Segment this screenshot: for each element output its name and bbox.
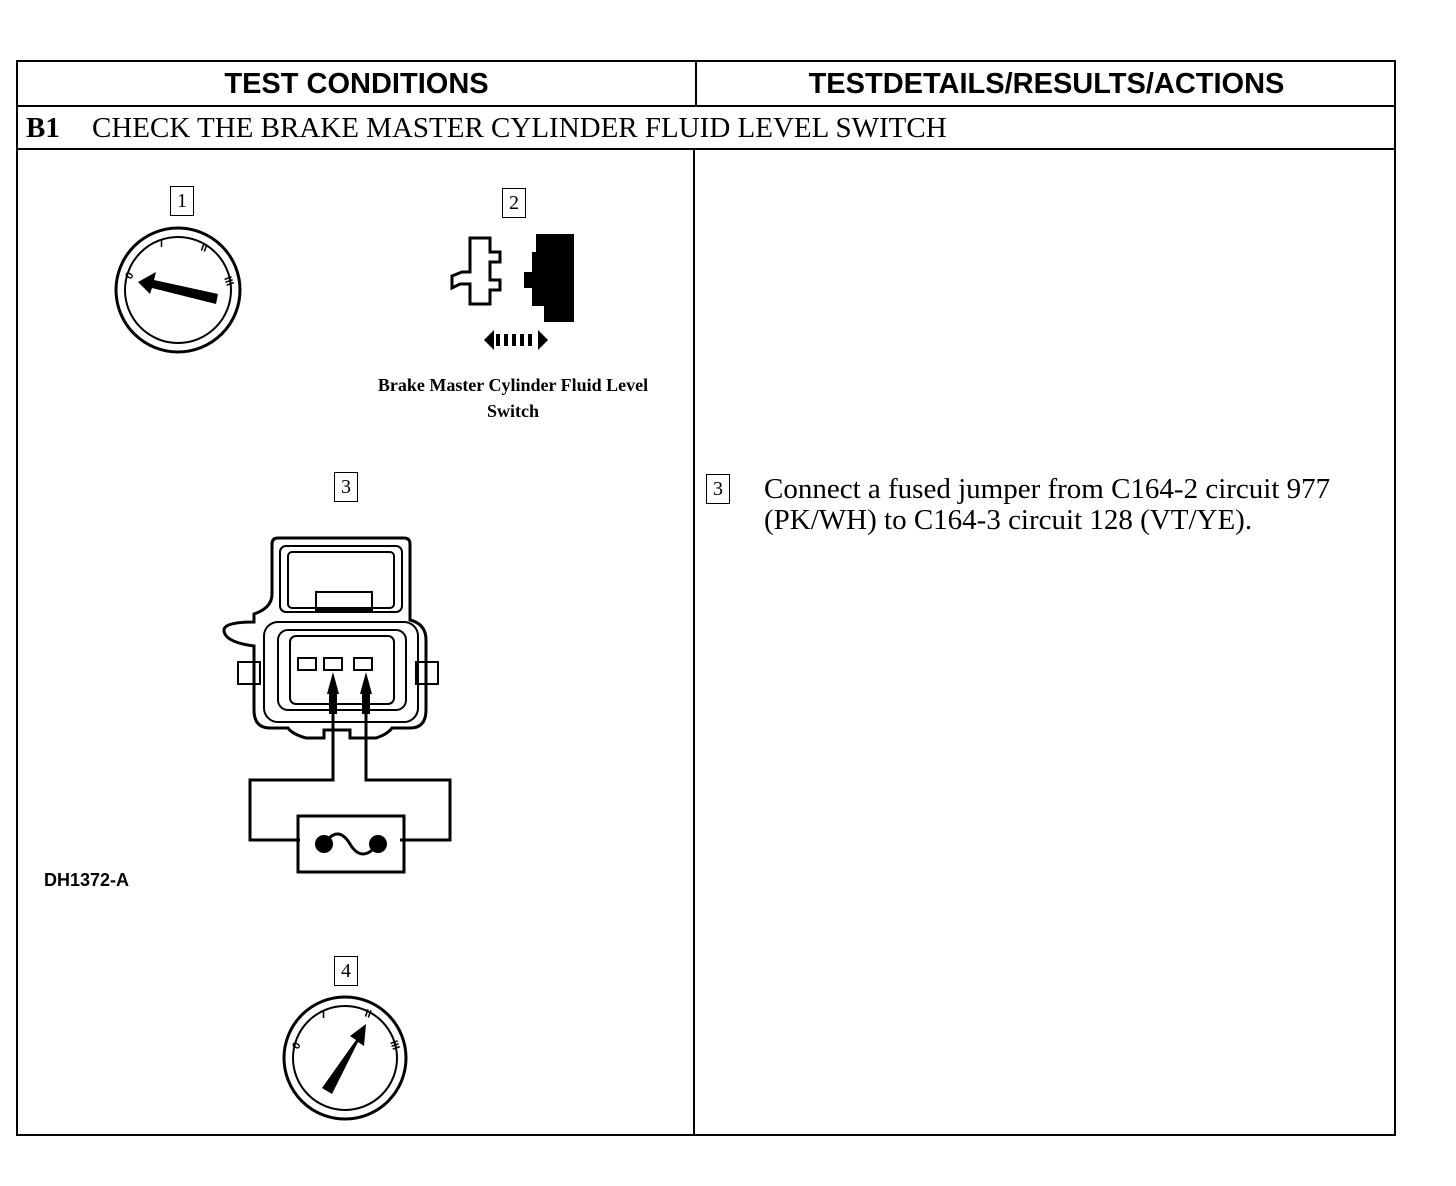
ignition-label-i-run: I <box>322 1009 325 1021</box>
ignition-label-0: 0 <box>123 270 136 281</box>
connector-disconnect-icon <box>450 234 574 350</box>
section-title: CHECK THE BRAKE MASTER CYLINDER FLUID LE… <box>92 111 947 144</box>
header-test-conditions: TEST CONDITIONS <box>224 67 489 100</box>
connector-caption-line1: Brake Master Cylinder Fluid Level <box>377 375 649 395</box>
section-code: B1 <box>26 111 60 144</box>
action-step-box: 3 <box>706 474 730 504</box>
step-4-box: 4 <box>334 956 358 986</box>
ignition-label-0-run: 0 <box>290 1040 303 1051</box>
section-title-row: B1 CHECK THE BRAKE MASTER CYLINDER FLUID… <box>26 108 947 148</box>
header-test-details: TESTDETAILS/RESULTS/ACTIONS <box>808 67 1285 100</box>
connector-caption-line2: Switch <box>486 401 539 421</box>
ignition-label-ii-run: II <box>363 1008 373 1021</box>
ignition-label-ii: II <box>199 242 209 255</box>
ignition-label-iii-run: III <box>387 1039 401 1052</box>
ignition-off-icon: 0 I II III <box>114 226 242 354</box>
ignition-label-i: I <box>160 238 163 250</box>
header-divider <box>695 62 697 106</box>
test-table: TEST CONDITIONS TESTDETAILS/RESULTS/ACTI… <box>16 60 1396 1136</box>
step-2-box: 2 <box>502 188 526 218</box>
section-rule <box>18 148 1396 150</box>
step-3-box: 3 <box>334 472 358 502</box>
connector-caption: Brake Master Cylinder Fluid Level Switch <box>352 372 674 424</box>
action-line-1: Connect a fused jumper from C164-2 circu… <box>764 473 1331 505</box>
connector-jumper-diagram <box>222 536 452 874</box>
step-1-box: 1 <box>170 186 194 216</box>
ignition-label-iii: III <box>221 275 235 288</box>
column-divider <box>693 150 695 1136</box>
action-line-2: (PK/WH) to C164-3 circuit 128 (VT/YE). <box>764 504 1253 536</box>
ignition-run-icon: 0 I II III <box>282 995 408 1121</box>
header-rule <box>18 105 1396 107</box>
action-text: Connect a fused jumper from C164-2 circu… <box>764 474 1384 536</box>
figure-id: DH1372-A <box>44 870 130 890</box>
